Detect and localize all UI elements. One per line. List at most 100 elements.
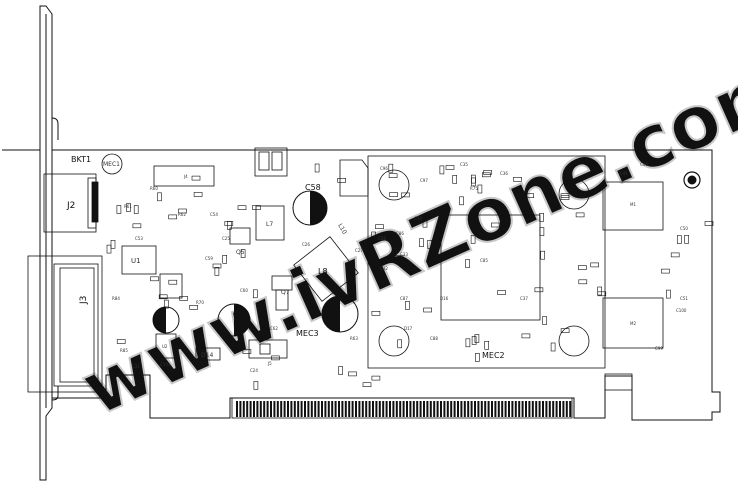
edge-finger <box>368 401 371 417</box>
edge-finger <box>314 401 317 417</box>
edge-finger <box>518 401 521 417</box>
edge-finger <box>548 401 551 417</box>
capacitor-left <box>152 306 180 334</box>
l7-label: L7 <box>266 221 273 228</box>
reference-designator: D16 <box>440 296 449 301</box>
smd-pad <box>491 222 500 228</box>
reference-designator: C59 <box>205 256 213 261</box>
reference-designator: R61 <box>124 204 132 209</box>
edge-finger <box>304 401 306 417</box>
edge-finger <box>525 401 527 417</box>
u1-label: U1 <box>131 257 141 265</box>
reference-designator: C54 <box>210 212 218 217</box>
reference-designator: C26 <box>302 242 310 247</box>
smd-pad <box>704 221 714 226</box>
edge-finger <box>511 401 514 417</box>
smd-pad <box>470 235 476 244</box>
board-outline <box>2 149 721 421</box>
mec1-label: MEC1 <box>103 161 120 168</box>
smd-pad <box>590 262 600 268</box>
smd-pad <box>525 193 535 198</box>
reference-designator: C35 <box>460 162 468 167</box>
j3-connector <box>27 255 103 393</box>
edge-finger <box>358 401 361 417</box>
reference-designator: R63 <box>350 336 358 341</box>
edge-finger <box>273 401 276 417</box>
smd-pad <box>242 349 252 354</box>
edge-finger <box>487 401 490 417</box>
smd-pad <box>481 172 491 178</box>
edge-finger <box>535 401 538 417</box>
smd-pad <box>375 224 384 229</box>
smd-pad <box>252 205 261 210</box>
edge-finger <box>521 401 524 417</box>
electrolytic-capacitors <box>152 190 359 337</box>
edge-finger <box>331 401 334 417</box>
edge-finger <box>310 401 313 417</box>
edge-finger <box>508 401 510 417</box>
edge-finger <box>344 401 347 417</box>
edge-finger <box>270 401 272 417</box>
smd-pad <box>465 259 470 268</box>
smd-pad <box>116 339 126 344</box>
edge-finger <box>552 401 555 417</box>
mec1 <box>101 153 123 175</box>
edge-finger <box>565 401 568 417</box>
edge-finger <box>477 401 480 417</box>
u2-label: U2 <box>162 344 168 349</box>
edge-finger <box>440 401 442 417</box>
smd-pad <box>237 205 247 210</box>
reference-designator: C41 <box>620 171 628 176</box>
edge-finger <box>361 401 364 417</box>
smd-pad <box>106 244 112 254</box>
edge-finger <box>242 401 245 417</box>
edge-finger <box>436 401 439 417</box>
edge-finger <box>562 401 565 417</box>
m2-label: M2 <box>630 321 636 326</box>
edge-finger <box>365 401 368 417</box>
smd-pad <box>168 214 177 220</box>
reference-designator: D17 <box>404 326 413 331</box>
smd-pad <box>459 196 464 206</box>
edge-finger <box>528 401 531 417</box>
smd-pad <box>666 289 671 299</box>
edge-finger <box>501 401 504 417</box>
smd-pad <box>676 235 682 244</box>
j3-label: J3 <box>79 296 89 305</box>
smd-pad <box>405 301 410 310</box>
edge-finger <box>283 401 286 417</box>
reference-designator: C25 <box>222 236 230 241</box>
smd-pad <box>575 212 585 218</box>
edge-finger <box>419 401 422 417</box>
edge-finger <box>253 401 255 417</box>
smd-pad <box>348 371 357 377</box>
smd-pad <box>397 339 403 349</box>
reference-designator: R75 <box>470 186 478 191</box>
edge-finger <box>514 401 517 417</box>
smd-pad <box>371 375 381 381</box>
smd-pad <box>212 263 222 269</box>
edge-finger <box>569 401 572 417</box>
reference-designator: R84 <box>112 296 120 301</box>
smd-pad <box>470 174 476 184</box>
edge-finger <box>416 401 419 417</box>
edge-finger <box>399 401 402 417</box>
smd-pad <box>388 173 398 178</box>
smd-pad <box>550 342 556 352</box>
smd-pad <box>578 279 588 285</box>
smd-pad <box>157 192 162 202</box>
smd-pad <box>560 195 570 200</box>
smd-pad <box>475 353 480 362</box>
reference-designator: R70 <box>196 300 204 305</box>
m1-label: M1 <box>630 202 636 207</box>
reference-designator: C24 <box>250 368 258 373</box>
smd-pad <box>597 291 607 297</box>
reference-designator: C88 <box>430 336 438 341</box>
smd-pad <box>477 184 483 194</box>
edge-finger <box>317 401 320 417</box>
capacitor-mid <box>217 303 251 337</box>
smd-pad <box>222 255 227 264</box>
d14-diode <box>195 347 221 361</box>
edge-finger <box>392 401 395 417</box>
edge-finger <box>450 401 453 417</box>
